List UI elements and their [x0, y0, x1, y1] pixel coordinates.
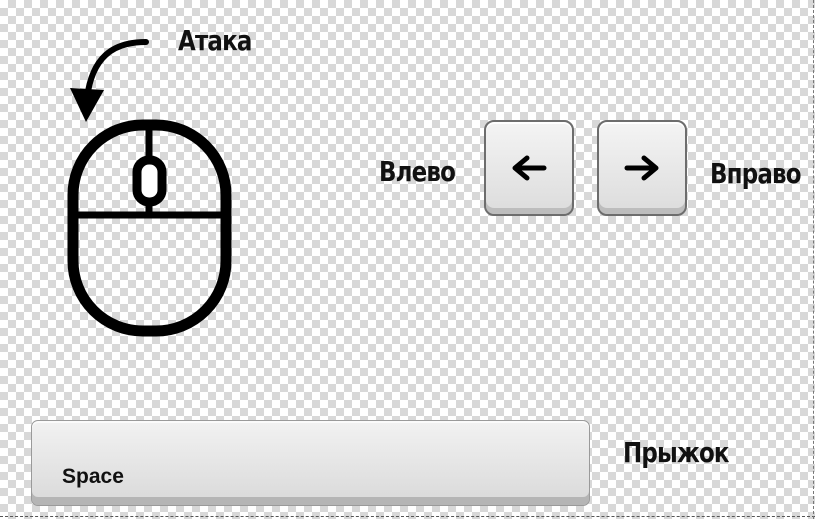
left-arrow-key — [484, 120, 574, 216]
curved-arrow-icon — [70, 39, 149, 122]
arrow-right-icon — [624, 155, 659, 181]
space-key: Space — [31, 420, 590, 506]
left-label: Влево — [379, 155, 456, 188]
right-label: Вправо — [710, 157, 802, 190]
space-key-label: Space — [62, 465, 124, 488]
jump-label: Прыжок — [623, 436, 730, 469]
canvas-bottom-edge — [0, 516, 815, 517]
mouse-icon — [67, 119, 232, 337]
arrow-left-icon — [512, 155, 547, 181]
canvas-right-edge — [813, 0, 814, 519]
right-arrow-key — [597, 120, 687, 216]
attack-label: Атака — [178, 24, 252, 57]
